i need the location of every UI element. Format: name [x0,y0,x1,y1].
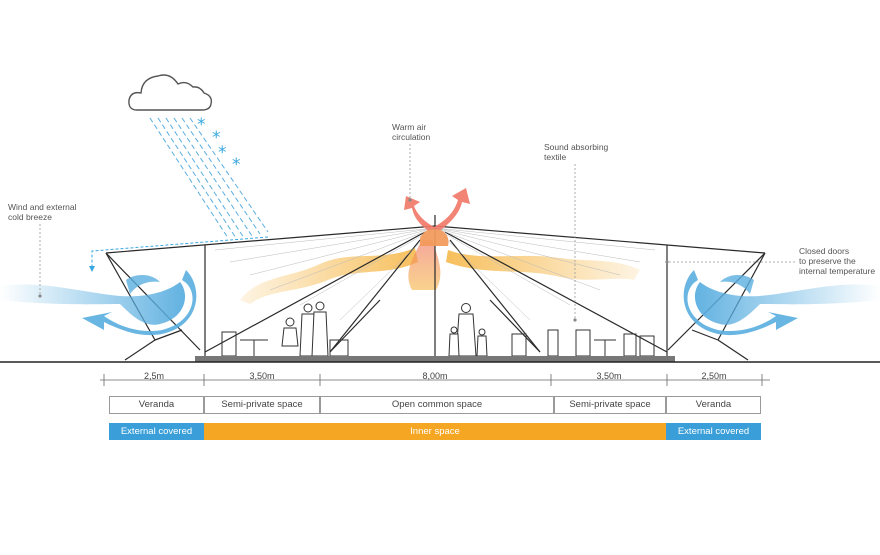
doors-annotation: Closed doors to preserve the internal te… [799,246,875,276]
annotation-line: Wind and external [8,202,77,212]
warm-air-annotation: Warm air circulation [392,122,430,142]
zone-semi-private-right: Semi-private space [554,396,666,414]
zone-veranda-right: Veranda [666,396,761,414]
band-external-left: External covered [109,423,204,440]
band-inner: Inner space [204,423,666,440]
annotation-line: cold breeze [8,212,52,222]
snowflake-icon: * * * * [197,115,241,175]
svg-text:*: * [218,143,227,163]
warm-air-arrow [404,188,470,246]
svg-text:*: * [197,115,206,135]
annotation-dots [38,198,669,322]
dimension-label: 3,50m [596,371,622,381]
ground [0,356,880,363]
textile-annotation: Sound absorbing textile [544,142,608,162]
annotation-line: Closed doors [799,246,850,256]
annotation-line: Sound absorbing [544,142,609,152]
dimension-label: 3,50m [249,371,275,381]
wind-leader [89,236,269,272]
dimension-line [100,374,770,386]
zone-open-common: Open common space [320,396,554,414]
annotation-leaders [39,144,795,320]
dimension-label: 2,50m [701,371,727,381]
wind-arrow [0,270,197,336]
rain-lines [149,117,269,239]
band-external-right: External covered [666,423,761,440]
furniture [221,329,655,357]
cloud-icon [128,74,213,111]
svg-text:*: * [232,155,241,175]
zone-semi-private-left: Semi-private space [204,396,320,414]
annotation-line: Warm air [392,122,427,132]
zone-veranda-left: Veranda [109,396,204,414]
wind-annotation: Wind and external cold breeze [8,202,77,222]
annotation-line: circulation [392,132,431,142]
tension-lines [214,227,656,321]
warm-air-flow [240,240,640,304]
annotation-line: textile [544,152,567,162]
svg-text:*: * [212,128,221,148]
people-figures [281,301,488,357]
dimension-label: 2,5m [143,371,164,381]
wind-arrow [683,270,880,336]
annotation-line: to preserve the [799,256,856,266]
dimension-label: 8,00m [422,371,448,381]
annotation-line: internal temperature [799,266,876,276]
